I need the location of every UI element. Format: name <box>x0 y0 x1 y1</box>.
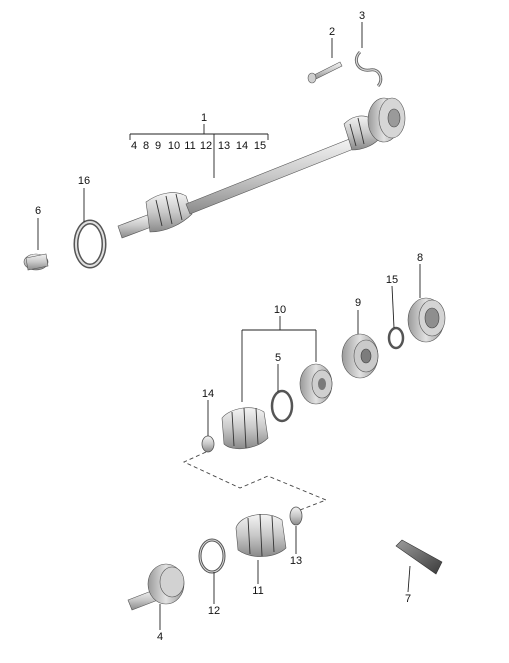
callout-7: 7 <box>405 593 411 605</box>
callout-13: 13 <box>290 555 302 567</box>
callout-2: 2 <box>329 26 335 38</box>
part-15-circlip <box>387 326 405 350</box>
callout-11: 11 <box>252 585 263 597</box>
part-14-clamp <box>201 435 215 453</box>
bracket-item: 11 <box>184 140 195 152</box>
part-10-joint-assembly <box>299 363 333 405</box>
callout-10: 10 <box>274 304 286 316</box>
callout-6: 6 <box>35 205 41 217</box>
part-8-housing <box>407 297 446 343</box>
bracket-item: 8 <box>143 140 149 152</box>
part-11-boot <box>235 513 287 557</box>
callout-9: 9 <box>355 297 361 309</box>
callout-5: 5 <box>275 352 281 364</box>
bracket-1-item-list: 4 8 9 10 11 12 13 14 15 <box>131 140 266 152</box>
bracket-part-10 <box>241 316 317 402</box>
callout-12: 12 <box>208 605 220 617</box>
bracket-item: 15 <box>254 140 266 152</box>
bracket-item: 4 <box>131 140 137 152</box>
part-2-bolt <box>307 61 343 84</box>
leader-lines <box>37 22 421 630</box>
part-13-clamp <box>289 506 303 526</box>
callout-14: 14 <box>202 388 214 400</box>
bracket-item: 12 <box>200 140 212 152</box>
bracket-item: 9 <box>155 140 161 152</box>
part-9-joint <box>341 333 379 379</box>
part-6-cap <box>23 253 49 271</box>
callout-4: 4 <box>157 631 163 643</box>
part-7-grease-tube <box>395 539 443 575</box>
bracket-item: 10 <box>168 140 180 152</box>
part-16-ring <box>73 219 107 269</box>
bracket-item: 13 <box>218 140 230 152</box>
callout-15: 15 <box>386 274 398 286</box>
callout-16: 16 <box>78 175 90 187</box>
callout-1: 1 <box>201 112 207 124</box>
callout-3: 3 <box>359 10 365 22</box>
bracket-part-1 <box>129 124 269 178</box>
part-3-circlip <box>354 50 383 88</box>
bracket-item: 14 <box>236 140 248 152</box>
part-12-clamp <box>198 538 226 574</box>
part-10-boot <box>221 407 269 450</box>
callout-8: 8 <box>417 252 423 264</box>
callout-labels: 1 2 3 6 16 8 15 9 10 5 14 13 11 12 4 7 <box>35 10 423 643</box>
dashed-connector <box>182 451 328 511</box>
part-5-clamp <box>270 389 294 423</box>
part-4-joint <box>127 563 185 611</box>
part-1-drive-shaft <box>117 97 406 239</box>
